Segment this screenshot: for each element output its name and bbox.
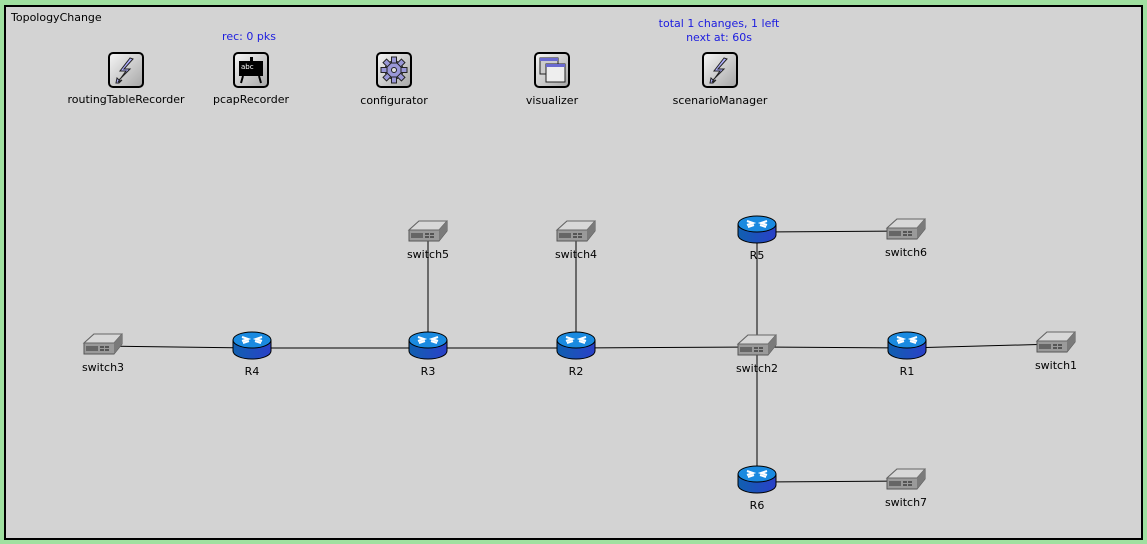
switch-icon (885, 214, 927, 248)
switch-icon (82, 329, 124, 363)
node-label-switch6: switch6 (884, 246, 928, 259)
gear-icon (376, 52, 412, 88)
visualizer-label: visualizer (525, 94, 579, 107)
node-label-R1: R1 (899, 365, 915, 378)
configurator-label: configurator (360, 94, 428, 107)
node-R1[interactable] (886, 329, 928, 367)
module-configurator[interactable] (376, 52, 412, 88)
link-R6-switch7 (756, 480, 907, 483)
node-R3[interactable] (407, 329, 449, 367)
node-switch2[interactable] (736, 330, 778, 364)
link-R2-switch2 (575, 346, 758, 349)
node-R4[interactable] (231, 329, 273, 367)
link-switch2-R1 (756, 346, 908, 349)
scenario-manager-status: total 1 changes, 1 left next at: 60s (659, 17, 780, 45)
node-label-switch3: switch3 (81, 361, 125, 374)
link-R5-switch6 (756, 230, 907, 233)
node-label-R6: R6 (749, 499, 765, 512)
network-title: TopologyChange (11, 11, 102, 24)
router-icon (231, 329, 273, 367)
pcap-recorder-status: rec: 0 pks (222, 30, 276, 43)
node-switch3[interactable] (82, 329, 124, 363)
node-label-R3: R3 (420, 365, 436, 378)
router-icon (555, 329, 597, 367)
node-label-switch7: switch7 (884, 496, 928, 509)
link-R1-switch1 (906, 343, 1057, 349)
node-label-switch1: switch1 (1034, 359, 1078, 372)
switch-icon (407, 216, 449, 250)
node-switch4[interactable] (555, 216, 597, 250)
windows-icon (534, 52, 570, 88)
lightning-icon (108, 52, 144, 88)
module-pcap-recorder[interactable]: abc (233, 52, 269, 88)
node-label-R5: R5 (749, 249, 765, 262)
node-R2[interactable] (555, 329, 597, 367)
pcap-recorder-label: pcapRecorder (212, 93, 290, 106)
scenario-status-line-2: next at: 60s (686, 31, 752, 44)
node-switch1[interactable] (1035, 327, 1077, 361)
node-label-switch5: switch5 (406, 248, 450, 261)
lightning-icon (702, 52, 738, 88)
node-switch7[interactable] (885, 464, 927, 498)
switch-icon (555, 216, 597, 250)
node-label-R2: R2 (568, 365, 584, 378)
link-switch3-R4 (102, 345, 253, 349)
router-icon (736, 463, 778, 501)
module-visualizer[interactable] (534, 52, 570, 88)
module-routing-table-recorder[interactable] (108, 52, 144, 88)
routing-table-recorder-label: routingTableRecorder (67, 93, 185, 106)
blackboard-icon: abc (233, 52, 269, 88)
switch-icon (885, 464, 927, 498)
node-R5[interactable] (736, 213, 778, 251)
scenario-manager-label: scenarioManager (672, 94, 768, 107)
switch-icon (1035, 327, 1077, 361)
scenario-status-line-1: total 1 changes, 1 left (658, 17, 780, 30)
module-scenario-manager[interactable] (702, 52, 738, 88)
node-label-switch4: switch4 (554, 248, 598, 261)
node-R6[interactable] (736, 463, 778, 501)
network-canvas: TopologyChange rec: 0 pks total 1 change… (4, 5, 1143, 540)
switch-icon (736, 330, 778, 364)
router-icon (736, 213, 778, 251)
node-switch5[interactable] (407, 216, 449, 250)
router-icon (407, 329, 449, 367)
node-switch6[interactable] (885, 214, 927, 248)
links-layer (102, 230, 1057, 483)
svg-text:abc: abc (241, 63, 254, 71)
node-label-switch2: switch2 (735, 362, 779, 375)
node-label-R4: R4 (244, 365, 260, 378)
router-icon (886, 329, 928, 367)
